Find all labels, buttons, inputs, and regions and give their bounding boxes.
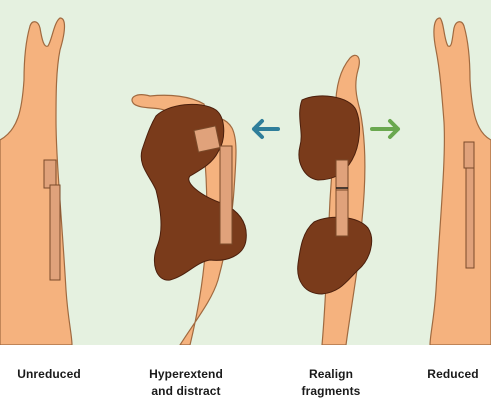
distal-fragment-3	[336, 160, 348, 190]
label-reduced: Reduced	[418, 366, 488, 383]
radius-shaft	[50, 185, 60, 280]
label-realign: Realign fragments	[286, 366, 376, 400]
diagram-background	[0, 0, 491, 345]
label-unreduced: Unreduced	[4, 366, 94, 383]
distal-fragment-4	[464, 142, 474, 168]
label-realign-line1: Realign	[286, 366, 376, 383]
label-realign-line2: fragments	[286, 383, 376, 400]
label-hyperextend-line1: Hyperextend	[138, 366, 234, 383]
label-hyperextend-line2: and distract	[138, 383, 234, 400]
radius-shaft-4	[466, 168, 474, 268]
radius-shaft-3	[336, 190, 348, 236]
label-hyperextend: Hyperextend and distract	[138, 366, 234, 400]
radius-shaft-2	[220, 146, 232, 244]
diagram-art	[0, 0, 491, 345]
distal-fragment-2	[194, 126, 220, 152]
distal-fragment	[44, 160, 56, 188]
